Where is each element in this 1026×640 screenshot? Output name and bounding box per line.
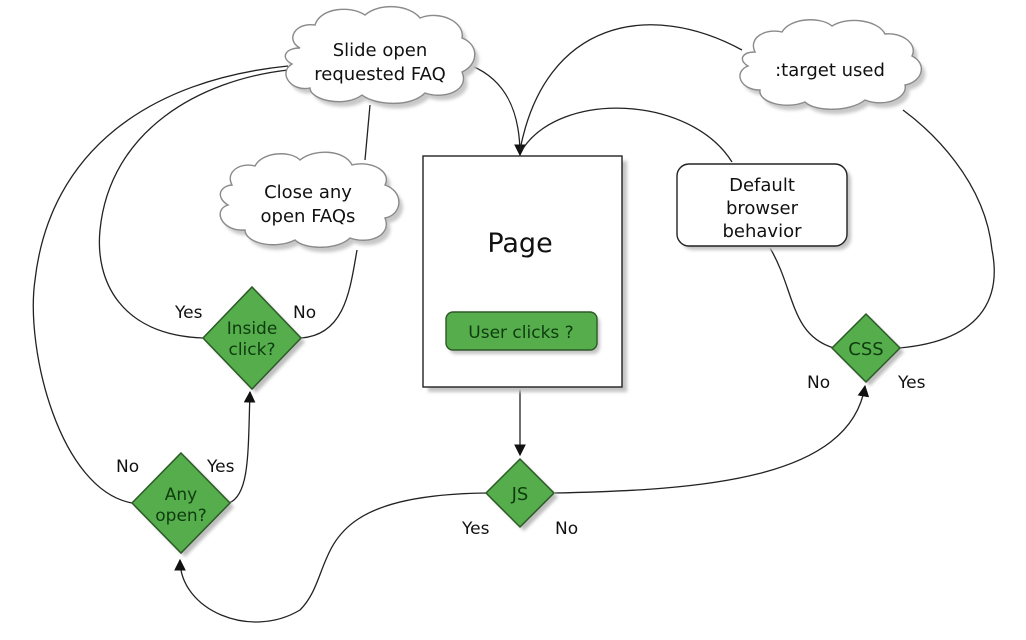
cloud-close-any: Close any open FAQs bbox=[219, 151, 403, 253]
decision-inside-click: Inside click? bbox=[201, 285, 305, 393]
edge-label-js-no: No bbox=[555, 519, 578, 539]
decision-js: JS bbox=[484, 457, 558, 531]
decision-css-label: CSS bbox=[848, 339, 883, 360]
edge-inside-click-yes-to-slide-open bbox=[98, 69, 289, 339]
edge-close-any-to-slide-open bbox=[364, 104, 371, 161]
cloud-slide-open: Slide open requested FAQ bbox=[284, 5, 479, 109]
cloud-target-used-label: :target used bbox=[775, 60, 885, 81]
user-clicks-node: User clicks ? bbox=[445, 311, 600, 354]
edge-js-yes-to-any-open bbox=[174, 492, 488, 623]
edge-label-inside-click-yes: Yes bbox=[174, 303, 203, 323]
decision-any-open-line1: Any bbox=[165, 485, 197, 505]
cloud-close-any-line1: Close any bbox=[264, 182, 352, 203]
edge-label-js-yes: Yes bbox=[461, 519, 490, 539]
decision-inside-click-line1: Inside bbox=[227, 319, 278, 339]
page-box: Page bbox=[422, 155, 627, 392]
edge-css-no-to-default bbox=[769, 247, 835, 349]
edge-label-any-open-no: No bbox=[116, 457, 139, 477]
default-browser-line3: behavior bbox=[722, 221, 802, 242]
decision-inside-click-line2: click? bbox=[228, 340, 275, 360]
edge-css-yes-to-target bbox=[898, 109, 995, 349]
edge-target-used-to-page bbox=[519, 24, 743, 151]
default-browser-line1: Default bbox=[729, 175, 795, 196]
default-browser-node: Default browser behavior bbox=[676, 163, 851, 250]
edge-any-open-no-to-slide-open bbox=[32, 65, 289, 504]
page-title: Page bbox=[487, 228, 552, 259]
edge-label-inside-click-no: No bbox=[293, 303, 316, 323]
edge-js-no-to-css bbox=[554, 384, 870, 494]
edge-label-css-no: No bbox=[807, 373, 830, 393]
cloud-target-used: :target used bbox=[739, 19, 926, 115]
edge-label-any-open-yes: Yes bbox=[206, 457, 235, 477]
edge-inside-click-no-to-close-any bbox=[300, 249, 358, 339]
edge-slide-open-to-page bbox=[471, 65, 526, 157]
cloud-slide-open-line1: Slide open bbox=[333, 40, 428, 61]
decision-css: CSS bbox=[830, 312, 904, 386]
decision-any-open: Any open? bbox=[130, 451, 234, 557]
edge-any-open-yes-to-inside-click bbox=[228, 390, 256, 504]
decision-js-label: JS bbox=[511, 484, 529, 505]
default-browser-line2: browser bbox=[726, 198, 799, 219]
edge-default-browser-to-page bbox=[521, 107, 733, 163]
cloud-slide-open-line2: requested FAQ bbox=[314, 64, 446, 85]
cloud-close-any-line2: open FAQs bbox=[261, 206, 356, 227]
decision-any-open-line2: open? bbox=[155, 506, 206, 526]
user-clicks-label: User clicks ? bbox=[468, 323, 573, 343]
edge-label-css-yes: Yes bbox=[897, 373, 926, 393]
